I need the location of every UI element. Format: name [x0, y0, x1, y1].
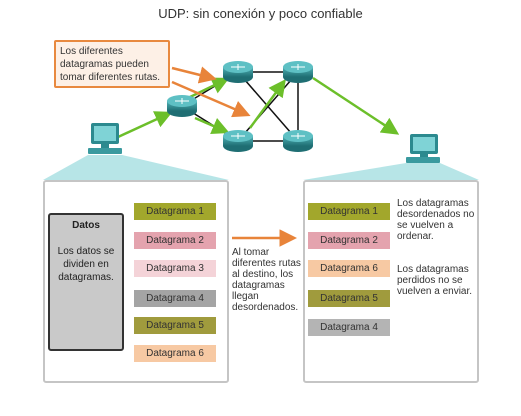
- router-icon: [283, 130, 313, 152]
- left-datagram-2: Datagrama 2: [134, 232, 216, 249]
- right-datagram-4: Datagrama 4: [308, 319, 390, 336]
- page-title: UDP: sin conexión y poco confiable: [158, 6, 363, 21]
- source-computer-icon: [88, 123, 122, 154]
- right-datagram-6: Datagrama 6: [308, 260, 390, 277]
- callout-box: Los diferentes datagramas pueden tomar d…: [54, 40, 170, 88]
- note-disordered: Los datagramas desordenados no se vuelve…: [397, 198, 475, 242]
- destination-computer-icon: [406, 134, 440, 163]
- right-datagram-1: Datagrama 1: [308, 203, 390, 220]
- right-datagram-2: Datagrama 2: [308, 232, 390, 249]
- left-datagram-5: Datagrama 5: [134, 317, 216, 334]
- green-path: [117, 76, 400, 139]
- right-datagram-5: Datagrama 5: [308, 290, 390, 307]
- zoom-wedge-right: [303, 163, 479, 180]
- router-icon: [167, 95, 197, 117]
- router-icon: [283, 61, 313, 83]
- data-block: Datos Los datos se dividen en datagramas…: [48, 213, 124, 351]
- left-datagram-4: Datagrama 4: [134, 290, 216, 307]
- middle-text: Al tomar diferentes rutas al destino, lo…: [232, 247, 301, 313]
- orange-callout-arrows: [171, 66, 251, 118]
- data-block-title: Datos: [72, 220, 100, 231]
- left-datagram-3: Datagrama 3: [134, 260, 216, 277]
- data-block-text: Los datos se dividen en datagramas.: [57, 246, 115, 283]
- router-icon: [223, 61, 253, 83]
- left-datagram-6: Datagrama 6: [134, 345, 216, 362]
- left-datagram-1: Datagrama 1: [134, 203, 216, 220]
- router-icon: [223, 130, 253, 152]
- zoom-wedge-left: [43, 155, 229, 180]
- note-lost: Los datagramas perdidos no se vuelven a …: [397, 264, 473, 297]
